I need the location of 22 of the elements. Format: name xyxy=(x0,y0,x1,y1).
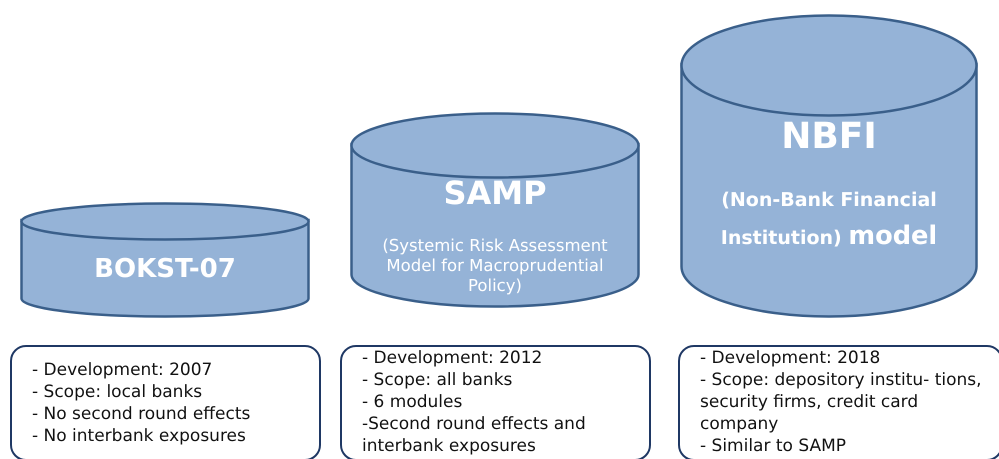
model-name: BOKST-07 xyxy=(93,254,237,285)
cylinder-shape xyxy=(350,112,640,308)
list-item: - Development: 2007 xyxy=(32,359,214,381)
list-item: - Scope: local banks xyxy=(32,381,204,403)
list-item: - Development: 2018 xyxy=(700,347,882,369)
list-item: - Similar to SAMP xyxy=(700,435,847,457)
model-name: NBFI xyxy=(780,114,878,158)
list-item: - Development: 2012 xyxy=(362,347,544,369)
info-box xyxy=(340,345,651,459)
cylinder-shape xyxy=(680,14,978,318)
model-name: SAMP xyxy=(442,174,548,212)
list-item: - No second round effects xyxy=(32,403,252,425)
list-item: - Scope: all banks xyxy=(362,369,514,391)
list-item: -Second round effects and interbank exposures xyxy=(362,413,587,457)
model-description: (Systemic Risk Assessment Model for Macroprudential Policy) xyxy=(381,236,609,296)
list-item: - No interbank exposures xyxy=(32,425,247,447)
info-box xyxy=(10,345,321,459)
cylinder-shape xyxy=(20,202,310,318)
model-description: (Non-Bank Financial Institution) model xyxy=(720,188,938,253)
list-item: - 6 modules xyxy=(362,391,464,413)
list-item: - Scope: depository institu- tions, security firms, credit card company xyxy=(700,369,983,435)
info-box xyxy=(678,345,999,459)
